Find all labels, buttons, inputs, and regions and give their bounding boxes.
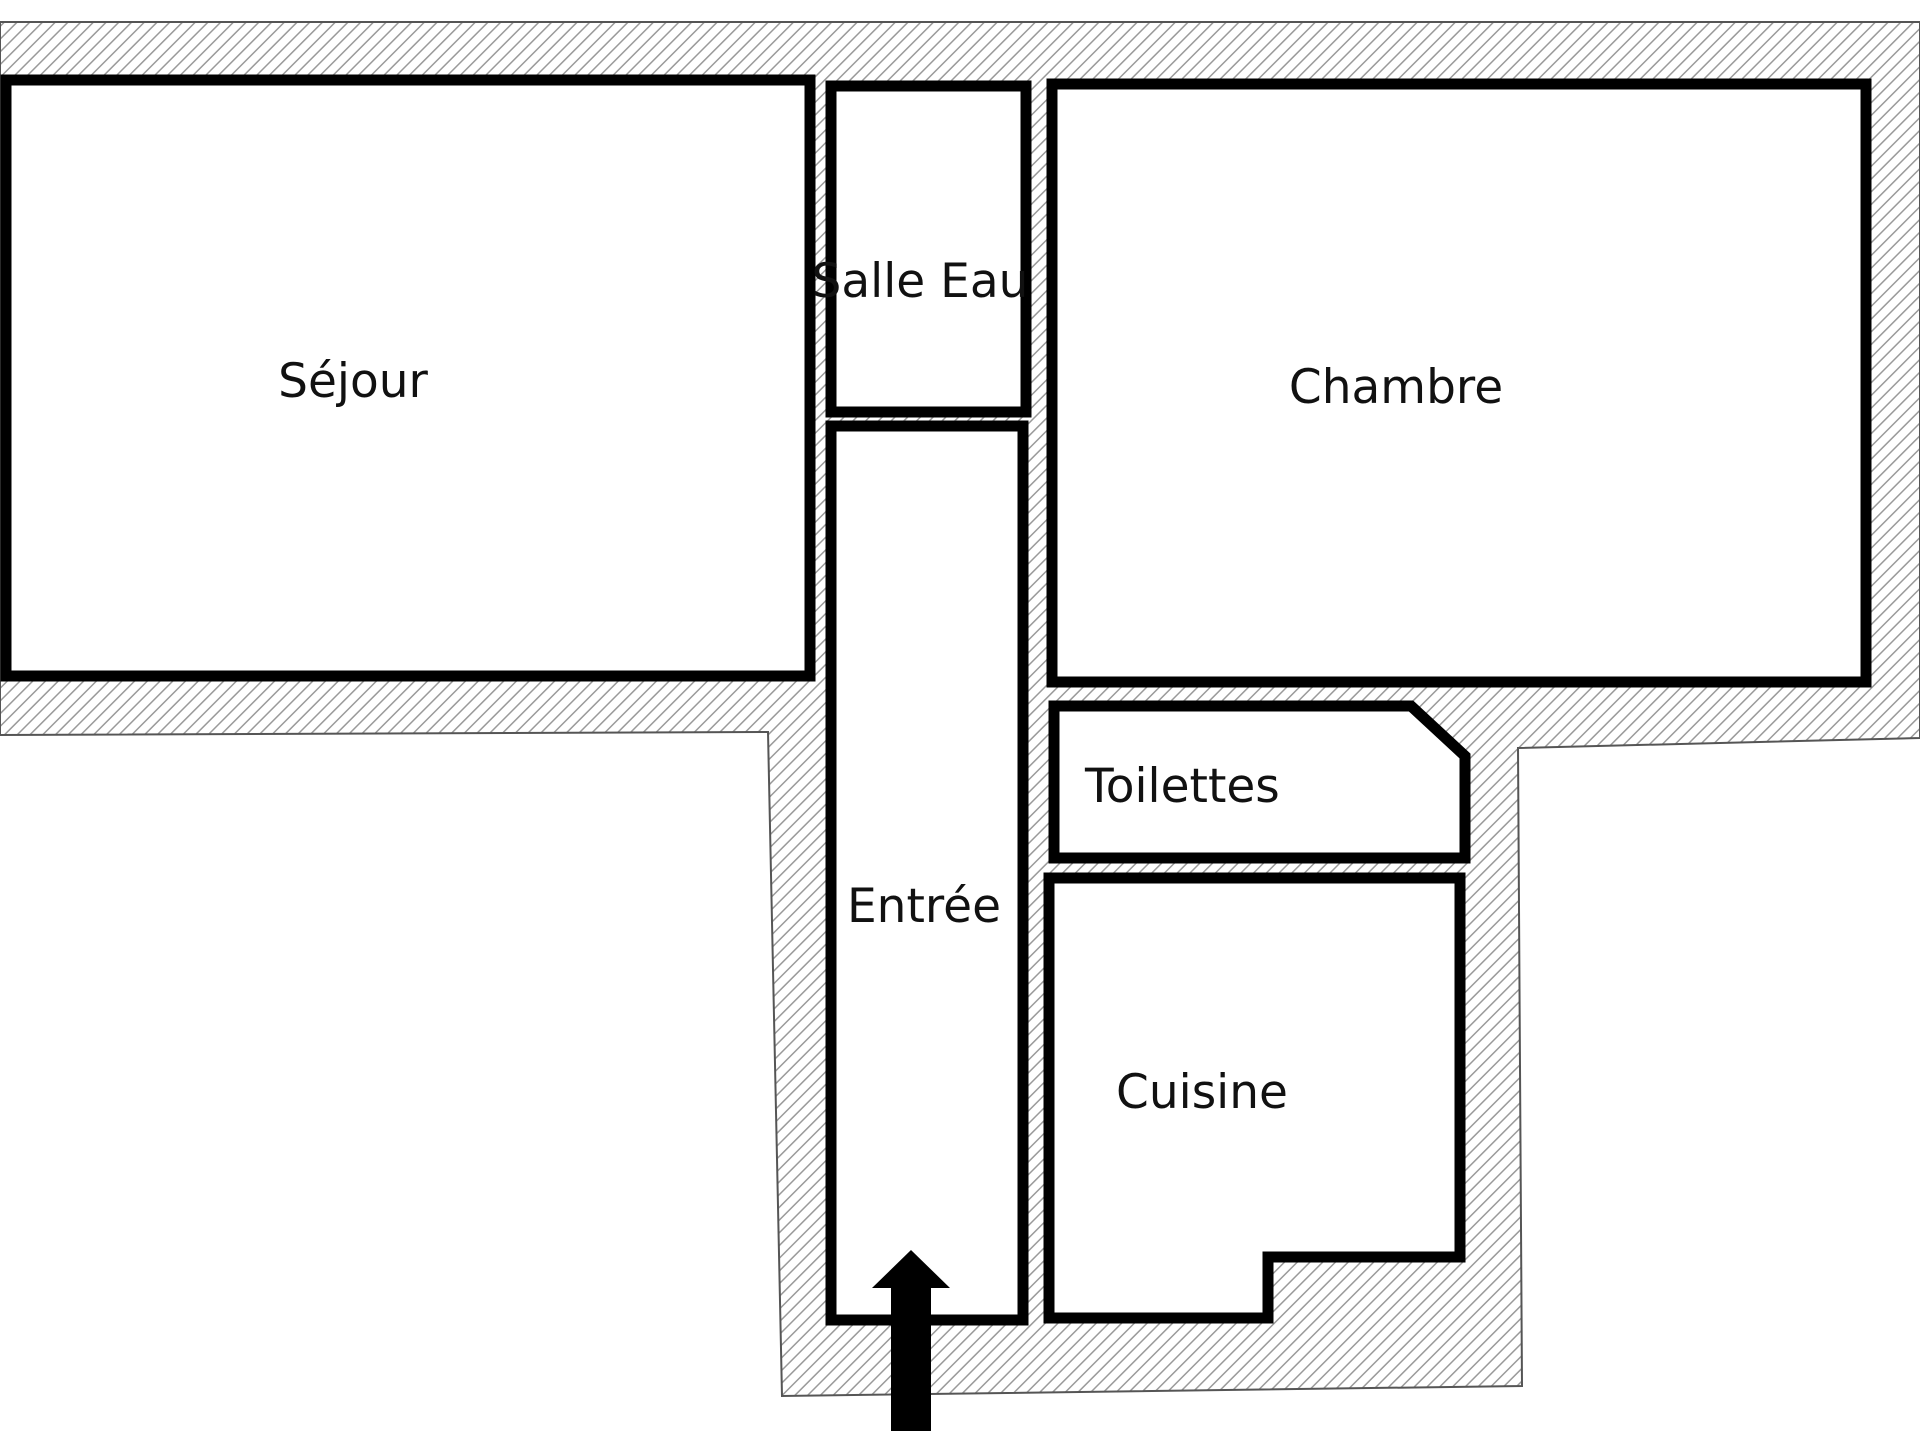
room-entree (825, 420, 1029, 1326)
entrance-arrow-icon (872, 1250, 950, 1431)
label-sejour: Séjour (278, 354, 428, 409)
label-chambre: Chambre (1289, 360, 1503, 415)
room-toilettes (1048, 700, 1471, 864)
room-chambre (1046, 78, 1872, 688)
room-sejour (0, 74, 816, 682)
room-cuisine (1043, 872, 1466, 1324)
label-cuisine: Cuisine (1116, 1065, 1288, 1120)
label-toilettes: Toilettes (1084, 759, 1280, 814)
label-entree: Entrée (847, 879, 1001, 934)
label-salle-eau: Salle Eau (812, 254, 1029, 309)
room-salle-eau (825, 80, 1032, 418)
